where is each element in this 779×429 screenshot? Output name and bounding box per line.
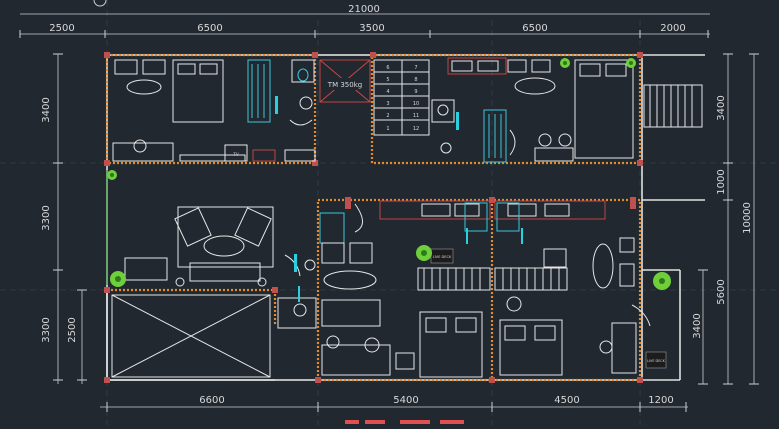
dim-left-outer: 3300 <box>41 205 52 230</box>
stair-number: 3 <box>386 101 389 107</box>
stair-number: 12 <box>413 126 419 132</box>
stair-number: 4 <box>386 89 389 95</box>
dimension-bottom: 6600 5400 4500 1200 <box>100 395 688 412</box>
dim-top-seg: 6500 <box>197 23 222 34</box>
structural-columns <box>104 52 643 383</box>
apartment-top-right <box>431 57 634 163</box>
elevator-label: TM 350kg <box>327 81 362 89</box>
plant-icon <box>110 271 126 287</box>
plant-icon <box>416 245 432 261</box>
stair-number: 6 <box>386 65 389 71</box>
stair-number: 5 <box>386 77 389 83</box>
living-room-left <box>124 206 301 287</box>
stair-number: 10 <box>413 101 419 107</box>
dim-right-inner: 5600 <box>716 279 727 304</box>
plant-icon <box>107 170 117 180</box>
bathroom-top-left <box>275 59 315 126</box>
dim-bottom-seg: 5400 <box>393 395 418 406</box>
void-area <box>111 294 271 378</box>
stair-number: 7 <box>414 65 417 71</box>
dim-bottom-seg: 6600 <box>199 395 224 406</box>
dimension-right: 3400 1000 5600 3400 10000 <box>692 53 759 385</box>
appliance-badge: LIVE DECK <box>647 359 666 363</box>
axis-bubble <box>93 0 107 7</box>
dim-right-inner: 3400 <box>692 313 703 338</box>
dim-bottom-seg: 1200 <box>648 395 673 406</box>
lower-middle-bath <box>277 212 345 329</box>
plant-icon <box>626 58 636 68</box>
dim-bottom-seg: 4500 <box>554 395 579 406</box>
apartment-bottom-right: LIVE DECK <box>494 200 667 376</box>
plant-icon <box>560 58 570 68</box>
dim-top-seg: 2500 <box>49 23 74 34</box>
dim-top-seg: 2000 <box>660 23 685 34</box>
title-stub <box>345 420 464 424</box>
dim-right-inner: 1000 <box>716 169 727 194</box>
dimension-top: 21000 2500 6500 3500 6500 2000 <box>19 0 710 38</box>
plant-icon <box>653 272 671 290</box>
svg-text:TV: TV <box>232 152 238 157</box>
appliance-badge: LIVE DECK <box>433 255 452 259</box>
dim-top-seg: 3500 <box>359 23 384 34</box>
stair-number: 1 <box>386 126 389 132</box>
dim-right-inner: 3400 <box>716 95 727 120</box>
dim-right-total: 10000 <box>742 202 753 234</box>
exterior-stairs <box>643 84 703 128</box>
walls <box>105 53 705 382</box>
stair-number: 8 <box>414 77 417 83</box>
stair-number: 11 <box>413 113 419 119</box>
dim-left-outer: 3300 <box>41 317 52 342</box>
bedroom-top-left: TV <box>112 59 316 162</box>
dim-top-seg: 6500 <box>522 23 547 34</box>
dimension-left: 3400 3300 3300 2500 <box>41 53 87 384</box>
elevator: TM 350kg <box>319 59 371 103</box>
stair-number: 2 <box>386 113 389 119</box>
apartment-bottom-middle: LIVE DECK <box>321 200 491 378</box>
dim-left-inner: 2500 <box>67 317 78 342</box>
plants <box>107 58 671 290</box>
stair-number: 9 <box>414 89 417 95</box>
staircase: 1 2 3 4 5 6 7 8 9 10 11 12 <box>373 59 430 136</box>
dim-top-total: 21000 <box>348 4 380 15</box>
dim-left-outer: 3400 <box>41 97 52 122</box>
